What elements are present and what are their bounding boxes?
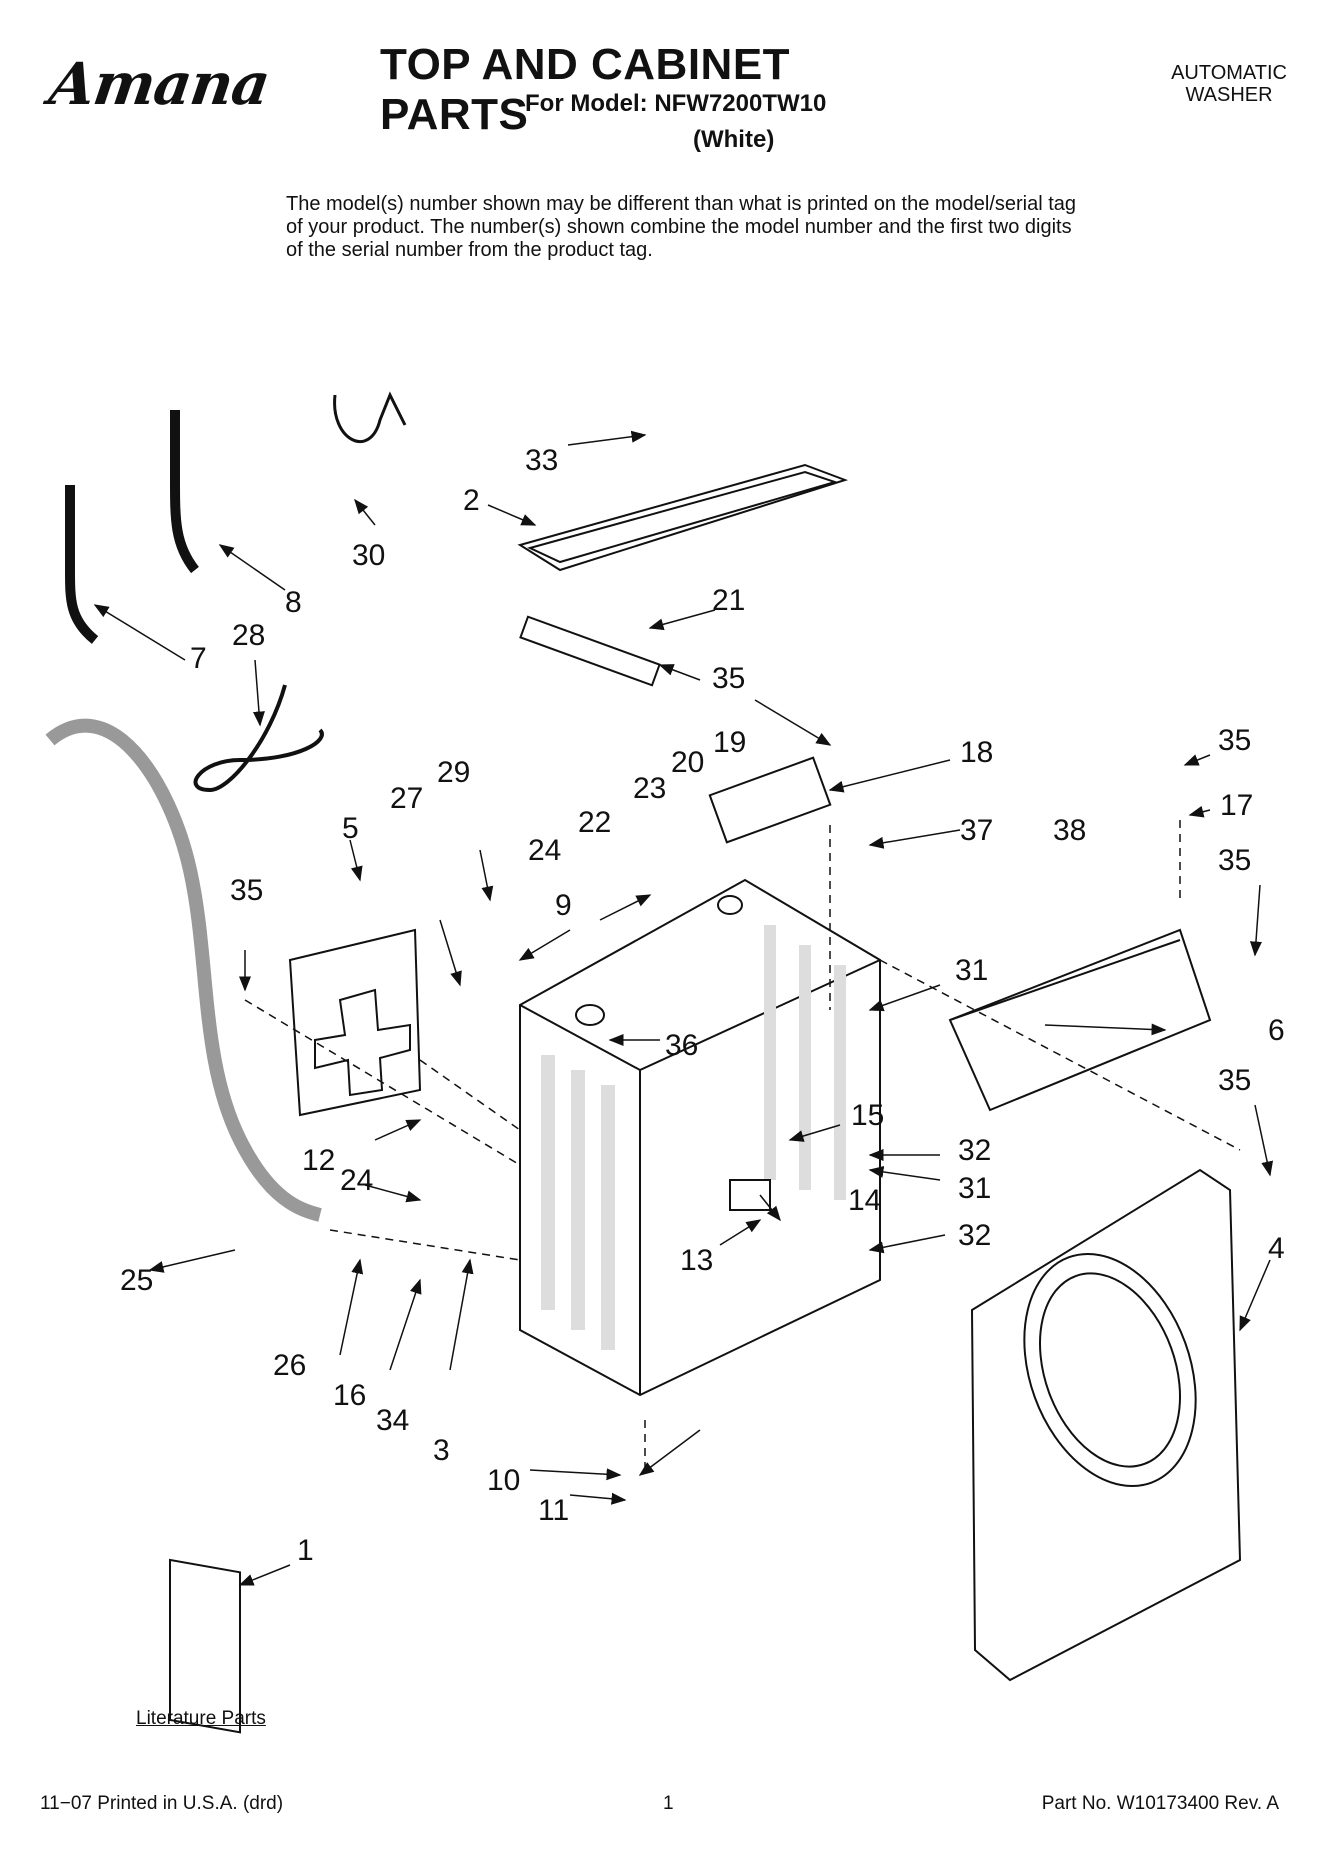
callout-33: 33 [525,444,558,477]
callout-25: 25 [120,1264,153,1297]
intro-note: The model(s) number shown may be differe… [286,193,1077,261]
callout-32-top: 32 [958,1134,991,1167]
callout-24-top: 24 [528,834,561,867]
fill-hose [65,485,99,644]
callout-35-left: 35 [230,874,263,907]
lid [517,463,849,572]
callout-8: 8 [285,586,302,619]
hook [333,391,407,443]
callout-24-mid: 24 [340,1164,373,1197]
model-subtitle: For Model: NFW7200TW10 [525,90,827,117]
callout-11: 11 [538,1494,569,1527]
callout-34: 34 [376,1404,409,1437]
junction-box [729,1179,771,1211]
footer-print-info: 11−07 Printed in U.S.A. (drd) [40,1793,284,1814]
drain-hose [45,718,322,1222]
callout-22: 22 [578,806,611,839]
callout-1: 1 [297,1534,314,1567]
callout-3: 3 [433,1434,450,1467]
page-title: TOP AND CABINET PARTS [380,40,791,139]
product-type: AUTOMATIC WASHER [1171,62,1287,106]
callout-13: 13 [680,1244,713,1277]
footer-page-number: 1 [663,1793,674,1814]
callout-10: 10 [487,1464,520,1497]
callout-32-low: 32 [958,1219,991,1252]
callout-15: 15 [851,1099,884,1132]
callout-35-right-low: 35 [1218,1064,1251,1097]
callout-9: 9 [555,889,572,922]
callout-29: 29 [437,756,470,789]
callout-31-low: 31 [958,1172,991,1205]
callout-30: 30 [352,539,385,572]
callout-31-top: 31 [955,954,988,987]
callout-19: 19 [713,726,746,759]
product-type-line2: WASHER [1185,84,1273,106]
callout-28: 28 [232,619,265,652]
callout-20: 20 [671,746,704,779]
callout-17: 17 [1220,789,1253,822]
callout-12: 12 [302,1144,335,1177]
callout-16: 16 [333,1379,366,1412]
power-cord [193,684,324,793]
model-color: (White) [693,126,775,153]
callout-5: 5 [342,812,359,845]
callout-35-right-mid: 35 [1218,844,1251,877]
callout-26: 26 [273,1349,306,1382]
callout-18: 18 [960,736,993,769]
callout-7: 7 [190,642,207,675]
callout-23: 23 [633,772,666,805]
literature-booklet [169,1558,241,1734]
console [948,928,1212,1112]
literature-parts-label: Literature Parts [136,1708,266,1729]
callout-2: 2 [463,484,480,517]
product-type-line1: AUTOMATIC [1171,62,1287,84]
callout-37: 37 [960,814,993,847]
control-panel-base [708,756,832,844]
callout-27: 27 [390,782,423,815]
callout-4: 4 [1268,1232,1285,1265]
footer-part-number: Part No. W10173400 Rev. A [1041,1793,1279,1814]
callout-35-right-top: 35 [1218,724,1251,757]
fill-hose-2 [170,410,199,574]
callout-6: 6 [1268,1014,1285,1047]
callout-36: 36 [665,1029,698,1062]
callout-38: 38 [1053,814,1086,847]
bracket [519,615,661,687]
rear-panel [288,928,422,1117]
callout-14: 14 [848,1184,881,1217]
callout-35-top: 35 [712,662,745,695]
callout-21: 21 [712,584,745,617]
front-panel [970,1168,1242,1682]
